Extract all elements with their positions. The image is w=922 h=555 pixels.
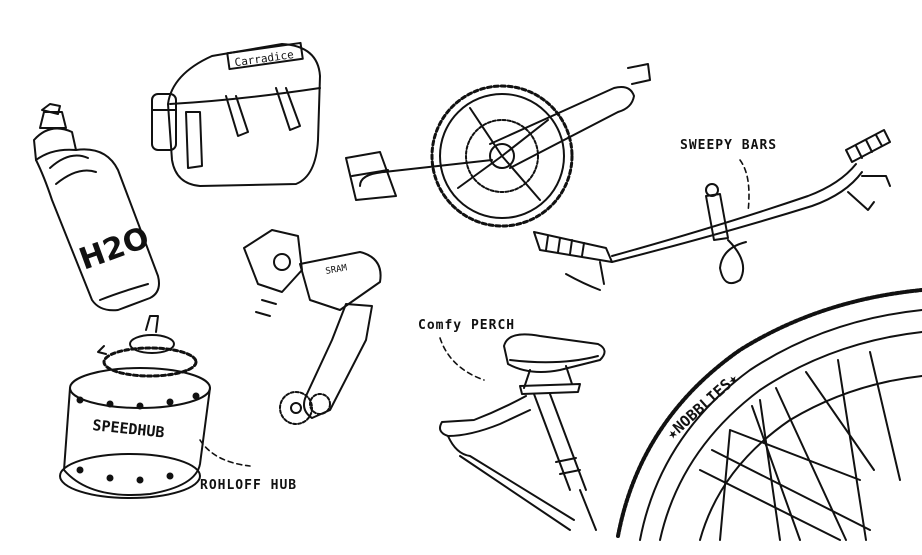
saddle-drawing bbox=[440, 334, 605, 530]
wheel-drawing: ★NOBBLIES★ bbox=[618, 290, 922, 540]
rohloff-hub-leader bbox=[200, 440, 250, 466]
water-bottle-drawing: H2O bbox=[34, 104, 159, 310]
bottle-text: H2O bbox=[75, 220, 154, 277]
comfy-perch-leader bbox=[440, 338, 484, 380]
derailleur-text: SRAM bbox=[325, 263, 349, 277]
handlebars-drawing bbox=[534, 130, 890, 290]
label-sweepy-bars: SWEEPY BARS bbox=[680, 138, 778, 153]
label-comfy-perch: Comfy PERCH bbox=[418, 318, 516, 333]
callout-leaders bbox=[200, 160, 749, 466]
saddle-bag-drawing: Carradice bbox=[152, 43, 320, 186]
sweepy-bars-leader bbox=[740, 160, 749, 212]
crankset-drawing bbox=[346, 64, 650, 226]
label-rohloff-hub: ROHLOFF HUB bbox=[200, 478, 298, 493]
rohloff-hub-drawing: SPEEDHUB bbox=[60, 316, 210, 498]
hub-text: SPEEDHUB bbox=[92, 416, 166, 441]
rear-derailleur-drawing: SRAM bbox=[244, 230, 381, 424]
